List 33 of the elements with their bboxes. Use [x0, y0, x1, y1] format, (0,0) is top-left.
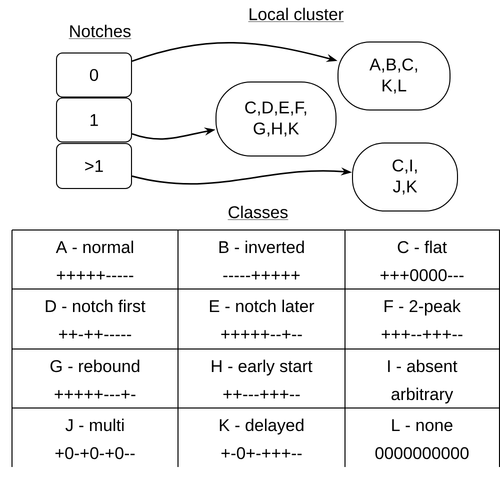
table-cell-text: F - 2-peak: [384, 300, 461, 316]
cluster-box: A,B,C, K,L: [338, 42, 450, 110]
table-cell-text: L - none: [392, 419, 452, 432]
table-cell-text: J - multi: [66, 418, 124, 432]
table-cell-text: 0000000000: [375, 447, 469, 460]
table-cell-text: ++-++-----: [59, 330, 132, 338]
table-cell-text: I - absent: [388, 360, 458, 372]
table-cell-text: A - normal: [56, 240, 134, 254]
table-cell-text: E - notch later: [210, 300, 314, 312]
table-cell-text: ++---+++--: [223, 390, 300, 398]
section-heading: Classes: [228, 206, 288, 220]
table-cell-text: +++0000---: [380, 269, 464, 282]
table-cell-text: B - inverted: [219, 240, 304, 254]
table-cell-text: +++--+++--: [382, 330, 462, 338]
table-cell-text: H - early start: [212, 360, 312, 376]
table-cell-text: +++++--+--: [221, 330, 302, 338]
notch-box: >1: [56, 142, 132, 189]
table-cell-text: -----+++++: [223, 271, 300, 280]
table-cell-text: +0-+0-+0--: [55, 447, 135, 460]
section-heading: Local cluster: [248, 8, 344, 22]
section-heading: Notches: [68, 24, 132, 39]
cluster-box: C,I, J,K: [352, 142, 458, 212]
cluster-box: C,D,E,F, G,H,K: [216, 81, 336, 156]
notch-box: 0: [56, 52, 132, 98]
table-cell-text: C - flat: [398, 240, 447, 254]
table-cell-text: +-0+-+++--: [221, 447, 302, 460]
table-cell-text: +++++-----: [56, 271, 134, 280]
table-cell-text: +++++---+-: [54, 390, 136, 398]
notch-box: 1: [56, 97, 132, 142]
table-cell-text: D - notch first: [46, 300, 146, 312]
table-cell-text: G - rebound: [50, 360, 140, 372]
table-cell-text: K - delayed: [220, 418, 304, 435]
table-cell-text: arbitrary: [392, 388, 454, 404]
